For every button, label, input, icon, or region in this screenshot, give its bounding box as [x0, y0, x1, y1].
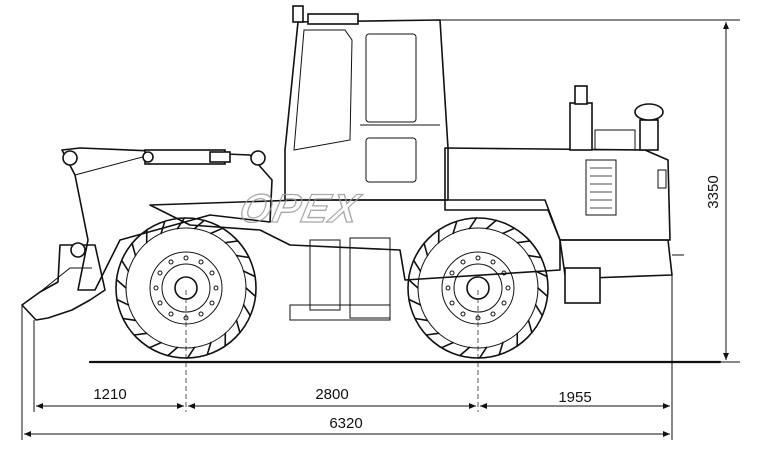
operator-cab	[284, 5, 449, 201]
rear-overhang-label: 1955	[558, 389, 591, 406]
wheelbase-label: 2800	[315, 386, 348, 403]
exhaust-stack	[569, 85, 636, 151]
engine-hood	[444, 147, 671, 241]
air-precleaner	[634, 103, 664, 151]
front-overhang-label: 1210	[93, 386, 126, 403]
wheelbase-dimension: 2800	[188, 386, 476, 409]
front-wheel	[115, 217, 257, 359]
bucket	[21, 242, 106, 321]
watermark: ОРЕХ	[235, 185, 365, 232]
front-overhang-dimension: 1210	[36, 386, 184, 409]
height-dimension: 3350	[440, 19, 740, 363]
watermark-text: ОРЕХ	[236, 185, 365, 230]
rear-overhang-dimension: 1955	[480, 389, 670, 409]
counterweight	[559, 239, 684, 304]
lift-cylinder	[142, 149, 231, 165]
overall-length-dimension: 6320	[24, 415, 670, 437]
chassis-frame	[149, 199, 561, 321]
extension-lines	[21, 275, 673, 440]
overall-height-label: 3350	[705, 175, 722, 208]
overall-length-label: 6320	[329, 415, 362, 432]
rear-wheel	[407, 217, 549, 359]
